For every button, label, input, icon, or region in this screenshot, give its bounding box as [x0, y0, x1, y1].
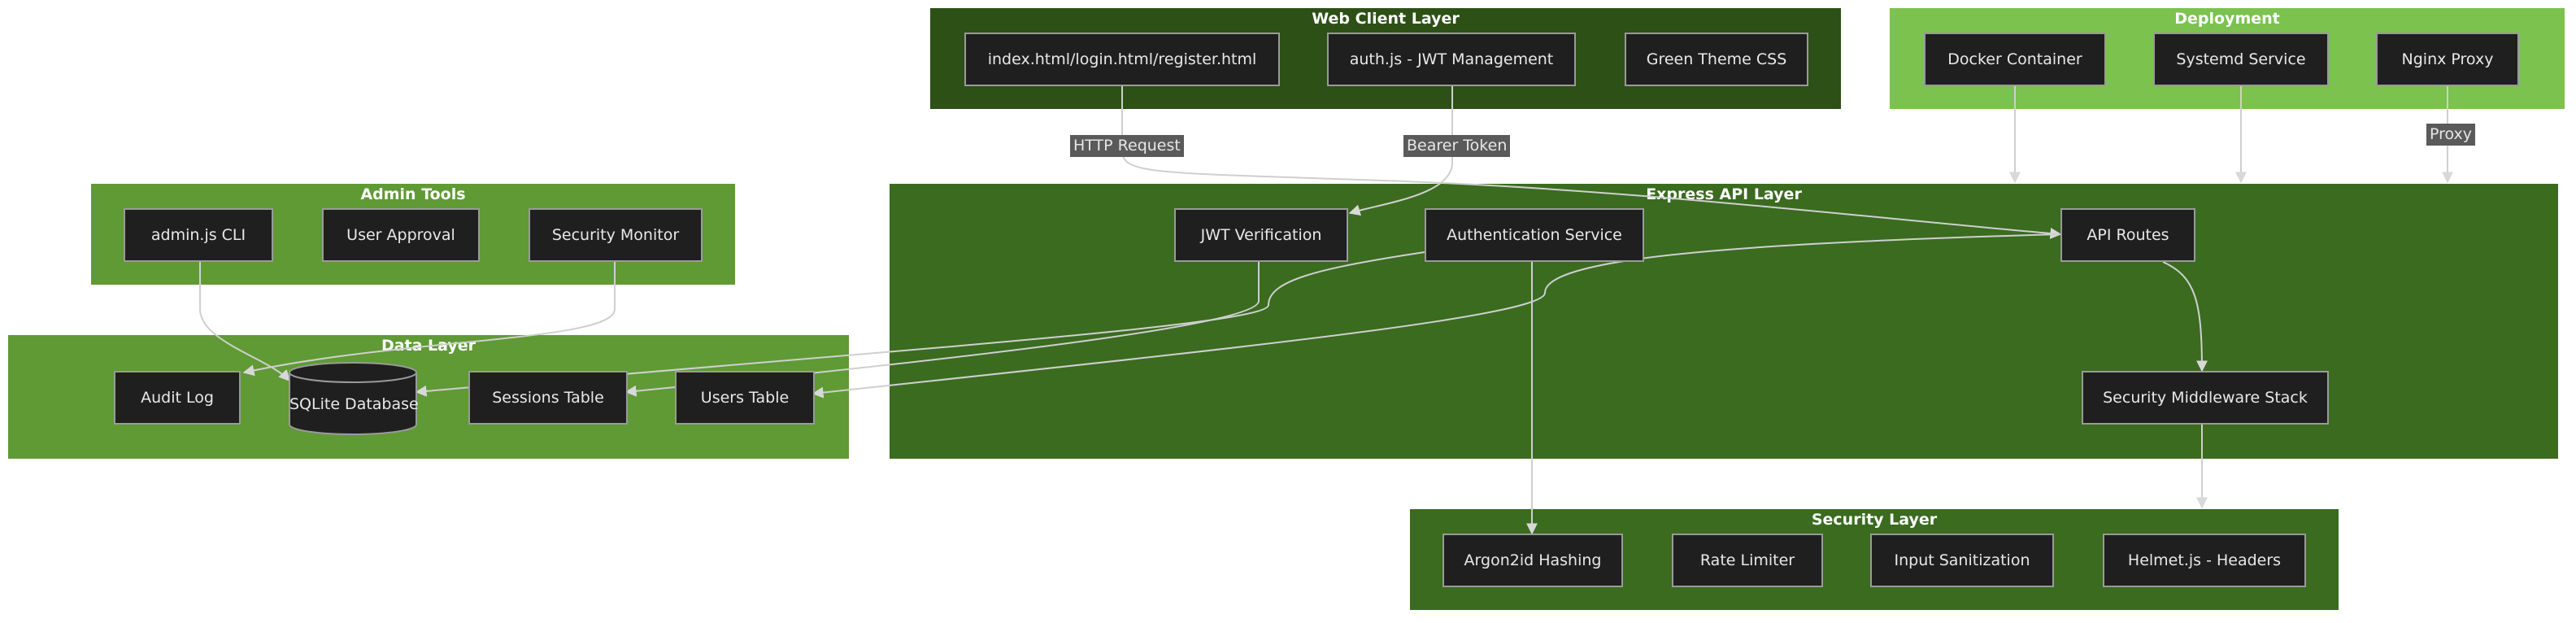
- node-auth-js[interactable]: auth.js - JWT Management: [1327, 33, 1576, 86]
- node-sessions-table[interactable]: Sessions Table: [468, 371, 628, 425]
- node-api-routes[interactable]: API Routes: [2060, 208, 2195, 262]
- node-sqlite-database[interactable]: SQLite Database: [289, 395, 419, 413]
- edge-label-http-request: HTTP Request: [1070, 135, 1184, 157]
- node-authentication-service[interactable]: Authentication Service: [1425, 208, 1644, 262]
- web-client-layer-title: Web Client Layer: [1312, 10, 1460, 28]
- node-input-sanitization[interactable]: Input Sanitization: [1870, 534, 2054, 587]
- node-pages[interactable]: index.html/login.html/register.html: [964, 33, 1280, 86]
- node-rate-limiter[interactable]: Rate Limiter: [1672, 534, 1823, 587]
- node-green-theme-css[interactable]: Green Theme CSS: [1625, 33, 1808, 86]
- edge-api-routes-to-users-table: [812, 233, 2061, 399]
- edge-admin-cli-to-sqlite: [199, 262, 290, 382]
- node-systemd-service[interactable]: Systemd Service: [2153, 33, 2329, 86]
- node-admin-cli[interactable]: admin.js CLI: [124, 208, 273, 262]
- security-layer-title: Security Layer: [1811, 511, 1938, 529]
- edge-label-bearer-token: Bearer Token: [1403, 135, 1511, 157]
- edge-pages-to-api-routes: [1121, 86, 2062, 239]
- node-security-monitor[interactable]: Security Monitor: [529, 208, 703, 262]
- edge-api-routes-to-middleware: [2162, 261, 2208, 372]
- node-nginx-proxy[interactable]: Nginx Proxy: [2376, 33, 2519, 86]
- node-audit-log[interactable]: Audit Log: [114, 371, 241, 425]
- node-user-approval[interactable]: User Approval: [322, 208, 480, 262]
- node-argon2id-hashing[interactable]: Argon2id Hashing: [1442, 534, 1623, 587]
- node-docker-container[interactable]: Docker Container: [1924, 33, 2106, 86]
- admin-tools-title: Admin Tools: [360, 185, 466, 203]
- edge-security-monitor-to-audit-log: [242, 262, 616, 377]
- node-jwt-verification[interactable]: JWT Verification: [1174, 208, 1348, 262]
- edge-authjs-to-jwt-verification: [1348, 86, 1453, 216]
- edge-label-proxy: Proxy: [2426, 124, 2476, 146]
- node-users-table[interactable]: Users Table: [675, 371, 815, 425]
- node-security-middleware[interactable]: Security Middleware Stack: [2082, 371, 2329, 425]
- edge-auth-service-to-sqlite: [415, 251, 1425, 397]
- node-helmet-headers[interactable]: Helmet.js - Headers: [2103, 534, 2306, 587]
- deployment-title: Deployment: [2174, 10, 2280, 28]
